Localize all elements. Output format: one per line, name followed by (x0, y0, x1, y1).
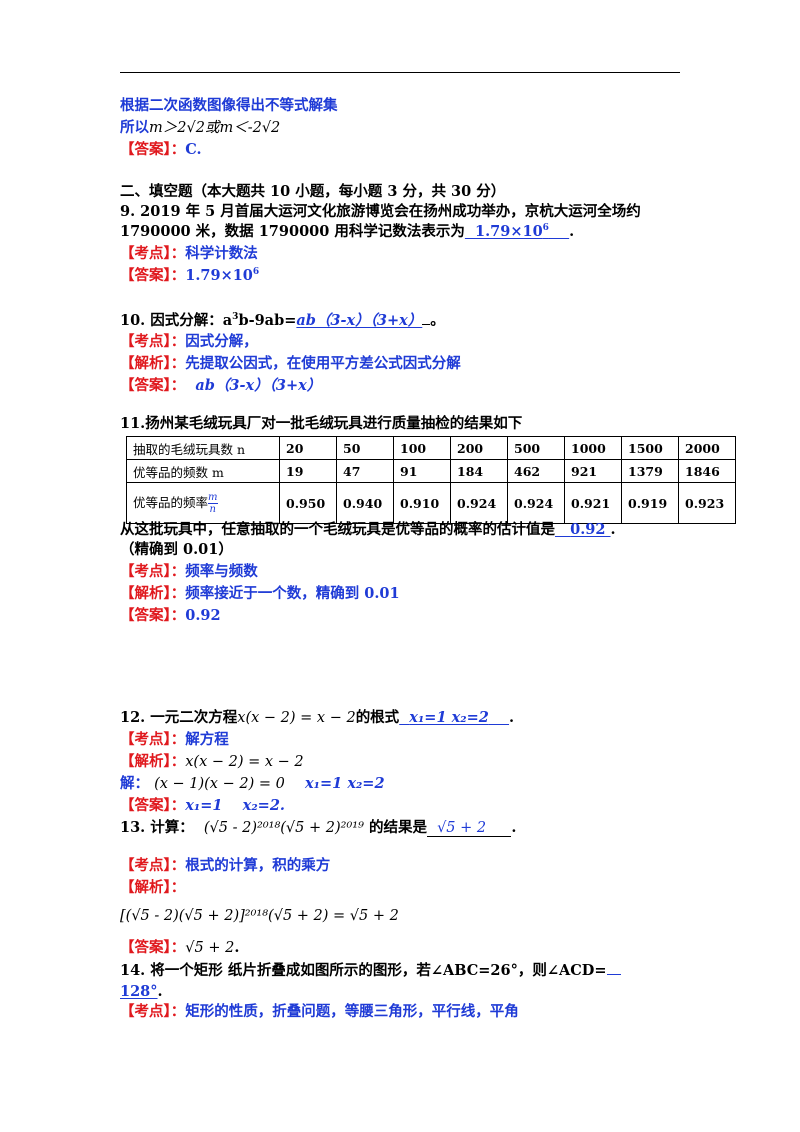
table-cell: 20 (279, 436, 337, 460)
table-row: 优等品的频数 m 19 47 91 184 462 921 1379 1846 (126, 459, 736, 483)
table-cell: 2000 (678, 436, 736, 460)
q12-solution: 解： (x − 1)(x − 2) = 0 x₁=1 x₂=2 (120, 775, 385, 792)
table-cell: 0.921 (564, 482, 622, 524)
q13-line: 13. 计算： (√5 - 2)²⁰¹⁸(√5 + 2)²⁰¹⁹ 的结果是 √5… (120, 819, 517, 837)
q14-kaodian: 【考点】：矩形的性质，折叠问题，等腰三角形，平行线，平角 (120, 1003, 519, 1020)
line-1: 根据二次函数图像得出不等式解集 (120, 97, 338, 114)
q10-jiexi: 【解析】：先提取公因式，在使用平方差公式因式分解 (120, 355, 461, 372)
table-cell: 0.923 (678, 482, 736, 524)
q10-line: 10. 因式分解：a3b-9ab=ab（3-x）（3+x）。 (120, 312, 445, 329)
q11-kaodian: 【考点】：频率与频数 (120, 563, 258, 580)
table-row-label: 优等品的频数 m (126, 459, 280, 483)
table-cell: 50 (336, 436, 394, 460)
table-cell: 0.910 (393, 482, 451, 524)
table-cell: 0.924 (507, 482, 565, 524)
table-cell: 19 (279, 459, 337, 483)
q12-kaodian: 【考点】：解方程 (120, 731, 229, 748)
table-cell: 0.924 (450, 482, 508, 524)
q10-answer: 【答案】： ab（3-x）（3+x） (120, 377, 322, 394)
table-cell: 91 (393, 459, 451, 483)
table-cell: 500 (507, 436, 565, 460)
table-cell: 0.940 (336, 482, 394, 524)
table-cell: 1500 (621, 436, 679, 460)
q13-jiexi-equation: [(√5 - 2)(√5 + 2)]²⁰¹⁸(√5 + 2) = √5 + 2 (120, 908, 399, 924)
table-cell: 1000 (564, 436, 622, 460)
answer-prev: 【答案】：C. (120, 141, 202, 158)
table-row: 抽取的毛绒玩具数 n 20 50 100 200 500 1000 1500 2… (126, 436, 736, 460)
q11-line2: 从这批玩具中，任意抽取的一个毛绒玩具是优等品的概率的估计值是 0.92 . (120, 521, 616, 538)
q13-answer: 【答案】：√5 + 2. (120, 939, 240, 956)
section-2-heading: 二、填空题（本大题共 10 小题，每小题 3 分，共 30 分） (120, 183, 506, 200)
table-cell: 0.919 (621, 482, 679, 524)
q12-answer: 【答案】：x₁=1 x₂=2. (120, 797, 285, 814)
sampling-table: 抽取的毛绒玩具数 n 20 50 100 200 500 1000 1500 2… (126, 436, 736, 524)
table-row-label: 抽取的毛绒玩具数 n (126, 436, 280, 460)
q14-line1: 14. 将一个矩形 纸片折叠成如图所示的图形，若∠ABC=26°，则∠ACD= (120, 960, 621, 981)
q13-kaodian: 【考点】：根式的计算，积的乘方 (120, 857, 331, 874)
table-cell: 200 (450, 436, 508, 460)
q9-answer: 【答案】：1.79×106 (120, 267, 260, 284)
table-cell: 0.950 (279, 482, 337, 524)
table-cell: 47 (336, 459, 394, 483)
table-cell: 462 (507, 459, 565, 483)
q11-line3: （精确到 0.01） (120, 541, 233, 558)
q11-line1: 11.扬州某毛绒玩具厂对一批毛绒玩具进行质量抽检的结果如下 (120, 415, 523, 432)
q11-answer: 【答案】：0.92 (120, 607, 221, 624)
q12-line: 12. 一元二次方程x(x − 2) = x − 2的根式 x₁=1 x₂=2 … (120, 709, 515, 726)
q13-jiexi: 【解析】： (120, 879, 186, 896)
q14-line2: 128°. (120, 983, 163, 1000)
table-cell: 1846 (678, 459, 736, 483)
table-cell: 100 (393, 436, 451, 460)
q10-kaodian: 【考点】：因式分解， (120, 333, 258, 350)
table-cell: 921 (564, 459, 622, 483)
q12-jiexi: 【解析】：x(x − 2) = x − 2 (120, 753, 304, 770)
q9-line1: 9. 2019 年 5 月首届大运河文化旅游博览会在扬州成功举办，京杭大运河全场… (120, 203, 641, 220)
q9-kaodian: 【考点】：科学计数法 (120, 245, 258, 262)
table-cell: 1379 (621, 459, 679, 483)
table-cell: 184 (450, 459, 508, 483)
q11-jiexi: 【解析】：频率接近于一个数，精确到 0.01 (120, 585, 400, 602)
line-2: 所以m＞2√2或m＜-2√2 (120, 119, 281, 136)
q9-line2: 1790000 米，数据 1790000 用科学记数法表示为 1.79×106 … (120, 223, 575, 240)
header-rule (120, 72, 680, 73)
